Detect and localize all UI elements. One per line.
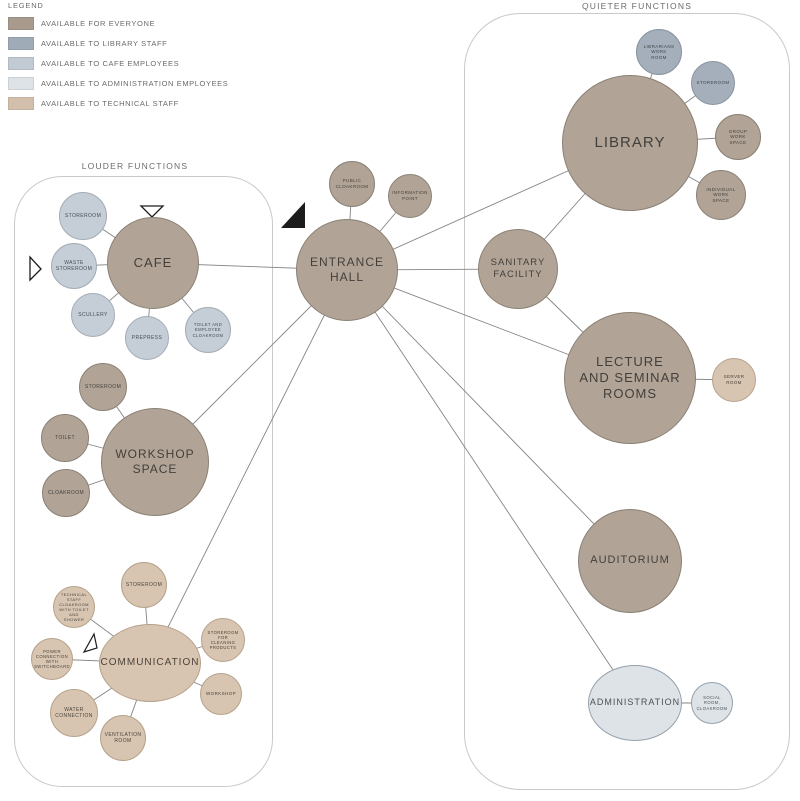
legend-item: AVAILABLE FOR EVERYONE	[8, 13, 228, 33]
node-label: LECTURE AND SEMINAR ROOMS	[579, 353, 681, 402]
node-label: AUDITORIUM	[590, 554, 670, 567]
legend: LEGEND AVAILABLE FOR EVERYONE AVAILABLE …	[8, 1, 228, 113]
node-label: STOREROOM FOR CLEANING PRODUCTS	[207, 629, 239, 651]
node-label: VENTILATION ROOM	[104, 731, 142, 744]
node-scullery[interactable]: SCULLERY	[71, 293, 115, 337]
node-label: TOILET AND EMPLOYEE CLOAKROOM	[192, 322, 224, 338]
node-power-connection[interactable]: POWER CONNECTION WITH SWITCHBOARD	[31, 638, 73, 680]
node-workshop-space[interactable]: WORKSHOP SPACE	[101, 408, 209, 516]
node-tech-staff-cloakroom[interactable]: TECHNICAL STAFF CLOAKROOM WITH TOILET AN…	[53, 586, 95, 628]
legend-item-label: AVAILABLE TO ADMINISTRATION EMPLOYEES	[41, 78, 229, 88]
node-label: CAFE	[133, 254, 173, 270]
node-label: SANITARY FACILITY	[490, 257, 546, 280]
louder-functions-label: LOUDER FUNCTIONS	[81, 161, 189, 171]
node-prepress[interactable]: PREPRESS	[125, 316, 169, 360]
node-toilet[interactable]: TOILET	[41, 414, 89, 462]
node-label: LIBRARY	[594, 133, 666, 151]
node-individual-work-space[interactable]: INDIVIDUAL WORK SPACE	[696, 170, 746, 220]
node-label: ADMINISTRATION	[589, 697, 681, 708]
node-ventilation-room[interactable]: VENTILATION ROOM	[100, 715, 146, 761]
node-label: SOCIAL ROOM, CLOAKROOM	[696, 695, 728, 711]
node-label: STOREROOM	[64, 212, 102, 219]
node-label: WORKSHOP	[206, 691, 236, 697]
main-entrance-arrow-icon	[281, 202, 305, 228]
node-label: CLOAKROOM	[47, 489, 85, 496]
quieter-functions-label: QUIETER FUNCTIONS	[581, 1, 693, 11]
legend-swatch-library-staff	[8, 36, 34, 50]
node-comm-storeroom[interactable]: STOREROOM	[121, 562, 167, 608]
node-label: TOILET	[55, 434, 75, 441]
node-label: SERVER ROOM	[723, 374, 745, 385]
cafe-entrance-marker-icon	[139, 205, 165, 218]
node-label: SCULLERY	[78, 311, 108, 318]
legend-item-label: AVAILABLE TO CAFE EMPLOYEES	[41, 58, 180, 68]
legend-swatch-everyone	[8, 16, 34, 30]
node-label: TECHNICAL STAFF CLOAKROOM WITH TOILET AN…	[59, 592, 89, 622]
node-library-storeroom[interactable]: STOREROOM	[691, 61, 735, 105]
node-label: INDIVIDUAL WORK SPACE	[706, 186, 736, 203]
node-workshop-storeroom[interactable]: STOREROOM	[79, 363, 127, 411]
node-cafe-storeroom[interactable]: STOREROOM	[59, 192, 107, 240]
node-water-connection[interactable]: WATER CONNECTION	[50, 689, 98, 737]
node-group-work-space[interactable]: GROUP WORK SPACE	[715, 114, 761, 160]
node-label: STOREROOM	[696, 80, 730, 86]
node-label: PREPRESS	[131, 334, 163, 341]
node-label: POWER CONNECTION WITH SWITCHBOARD	[34, 648, 70, 670]
node-waste-storeroom[interactable]: WASTE STOREROOM	[51, 243, 97, 289]
legend-item: AVAILABLE TO ADMINISTRATION EMPLOYEES	[8, 73, 228, 93]
node-library[interactable]: LIBRARY	[562, 75, 698, 211]
node-label: PUBLIC CLOAKROOM	[335, 178, 369, 189]
node-server-room[interactable]: SERVER ROOM	[712, 358, 756, 402]
node-entrance-hall[interactable]: ENTRANCE HALL	[296, 219, 398, 321]
legend-swatch-technical-staff	[8, 96, 34, 110]
node-label: COMMUNICATION	[100, 656, 200, 668]
legend-item: AVAILABLE TO CAFE EMPLOYEES	[8, 53, 228, 73]
node-label: WASTE STOREROOM	[55, 259, 93, 272]
technical-entrance-marker-icon	[82, 632, 98, 654]
node-storeroom-cleaning[interactable]: STOREROOM FOR CLEANING PRODUCTS	[201, 618, 245, 662]
legend-item-label: AVAILABLE TO LIBRARY STAFF	[41, 38, 168, 48]
legend-swatch-cafe-employees	[8, 56, 34, 70]
legend-item-label: AVAILABLE FOR EVERYONE	[41, 18, 156, 28]
node-lecture-seminar-rooms[interactable]: LECTURE AND SEMINAR ROOMS	[564, 312, 696, 444]
node-public-cloakroom[interactable]: PUBLIC CLOAKROOM	[329, 161, 375, 207]
legend-item-label: AVAILABLE TO TECHNICAL STAFF	[41, 98, 179, 108]
node-librarians-work-room[interactable]: LIBRARIANS WORK ROOM	[636, 29, 682, 75]
node-label: STOREROOM	[84, 383, 122, 390]
node-label: WORKSHOP SPACE	[115, 447, 195, 476]
side-entrance-marker-icon	[29, 255, 42, 282]
node-communication[interactable]: COMMUNICATION	[99, 624, 201, 702]
node-label: ENTRANCE HALL	[309, 255, 384, 284]
node-social-room-cloakroom[interactable]: SOCIAL ROOM, CLOAKROOM	[691, 682, 733, 724]
node-label: LIBRARIANS WORK ROOM	[643, 43, 675, 60]
node-information-point[interactable]: INFORMATION POINT	[388, 174, 432, 218]
node-label: GROUP WORK SPACE	[728, 128, 748, 145]
legend-item: AVAILABLE TO TECHNICAL STAFF	[8, 93, 228, 113]
edge-entrance-communication	[149, 269, 348, 664]
legend-title: LEGEND	[8, 1, 44, 10]
legend-item: AVAILABLE TO LIBRARY STAFF	[8, 33, 228, 53]
node-sanitary-facility[interactable]: SANITARY FACILITY	[478, 229, 558, 309]
node-auditorium[interactable]: AUDITORIUM	[578, 509, 682, 613]
edge-entrance-auditorium	[346, 269, 631, 562]
edge-entrance-administration	[346, 269, 636, 704]
node-cafe[interactable]: CAFE	[107, 217, 199, 309]
node-administration[interactable]: ADMINISTRATION	[588, 665, 682, 741]
node-label: STOREROOM	[125, 581, 163, 588]
node-workshop[interactable]: WORKSHOP	[200, 673, 242, 715]
node-cloakroom[interactable]: CLOAKROOM	[42, 469, 90, 517]
legend-swatch-administration-employees	[8, 76, 34, 90]
node-label: INFORMATION POINT	[392, 190, 428, 201]
node-label: WATER CONNECTION	[55, 706, 93, 719]
node-toilet-employee-cloakroom[interactable]: TOILET AND EMPLOYEE CLOAKROOM	[185, 307, 231, 353]
